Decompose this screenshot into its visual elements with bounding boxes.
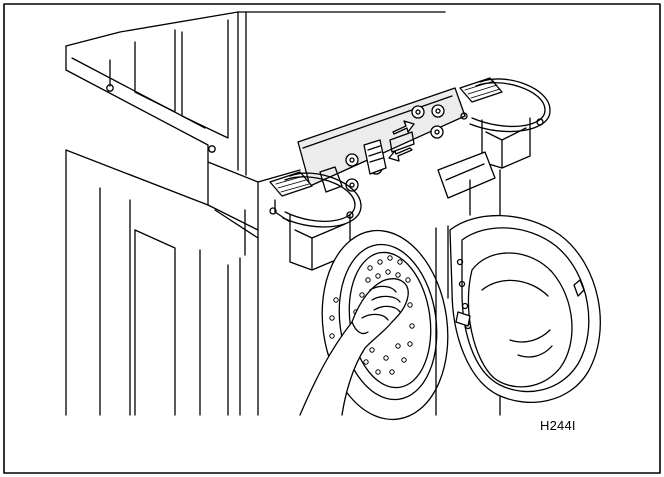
arrow-down-left-icon bbox=[388, 147, 413, 162]
bracket-right bbox=[459, 77, 551, 169]
hand-cleaning-drum bbox=[299, 278, 409, 416]
upper-cabinet bbox=[65, 11, 446, 256]
knob-icon bbox=[345, 153, 359, 167]
lower-cabinet bbox=[65, 149, 501, 416]
bracket-left bbox=[269, 171, 362, 271]
knob-icon bbox=[345, 178, 359, 192]
knob-icon bbox=[431, 104, 445, 118]
knob-icon bbox=[411, 105, 425, 119]
figure-frame bbox=[3, 3, 661, 474]
figure-code: H244I bbox=[540, 418, 576, 433]
washer-door-open bbox=[435, 214, 601, 416]
arrow-up-right-icon bbox=[392, 120, 415, 135]
knob-icon bbox=[430, 125, 444, 139]
control-panel bbox=[297, 87, 466, 193]
